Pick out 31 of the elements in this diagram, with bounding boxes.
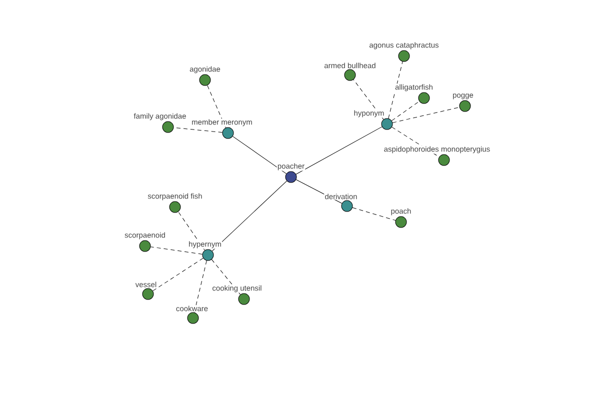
node-circle	[202, 249, 214, 261]
node-circle	[395, 216, 407, 228]
node-circle	[199, 74, 211, 86]
connector-line	[207, 85, 226, 128]
connector-line	[152, 258, 204, 292]
connector-line	[296, 126, 382, 174]
connector-line	[391, 101, 420, 121]
connector-line	[353, 79, 384, 120]
connector-line	[352, 207, 396, 221]
node-circle	[142, 288, 154, 300]
connector-line	[211, 259, 241, 295]
node-circle	[459, 100, 471, 112]
node-circle	[438, 154, 450, 166]
node-circle	[285, 171, 297, 183]
node-circle	[169, 201, 181, 213]
connector-line	[232, 136, 287, 174]
node-circle	[238, 293, 250, 305]
node-circle	[418, 92, 430, 104]
node-circle	[139, 240, 151, 252]
connector-line	[212, 180, 288, 252]
connector-line	[388, 61, 403, 119]
node-circle	[187, 312, 199, 324]
node-circle	[341, 200, 353, 212]
node-circle	[344, 69, 356, 81]
node-circle	[162, 121, 174, 133]
connector-line	[392, 107, 460, 123]
node-circle	[398, 50, 410, 62]
node-circle	[381, 118, 393, 130]
node-circle	[222, 127, 234, 139]
connector-line	[150, 246, 203, 254]
connector-line	[178, 212, 205, 251]
